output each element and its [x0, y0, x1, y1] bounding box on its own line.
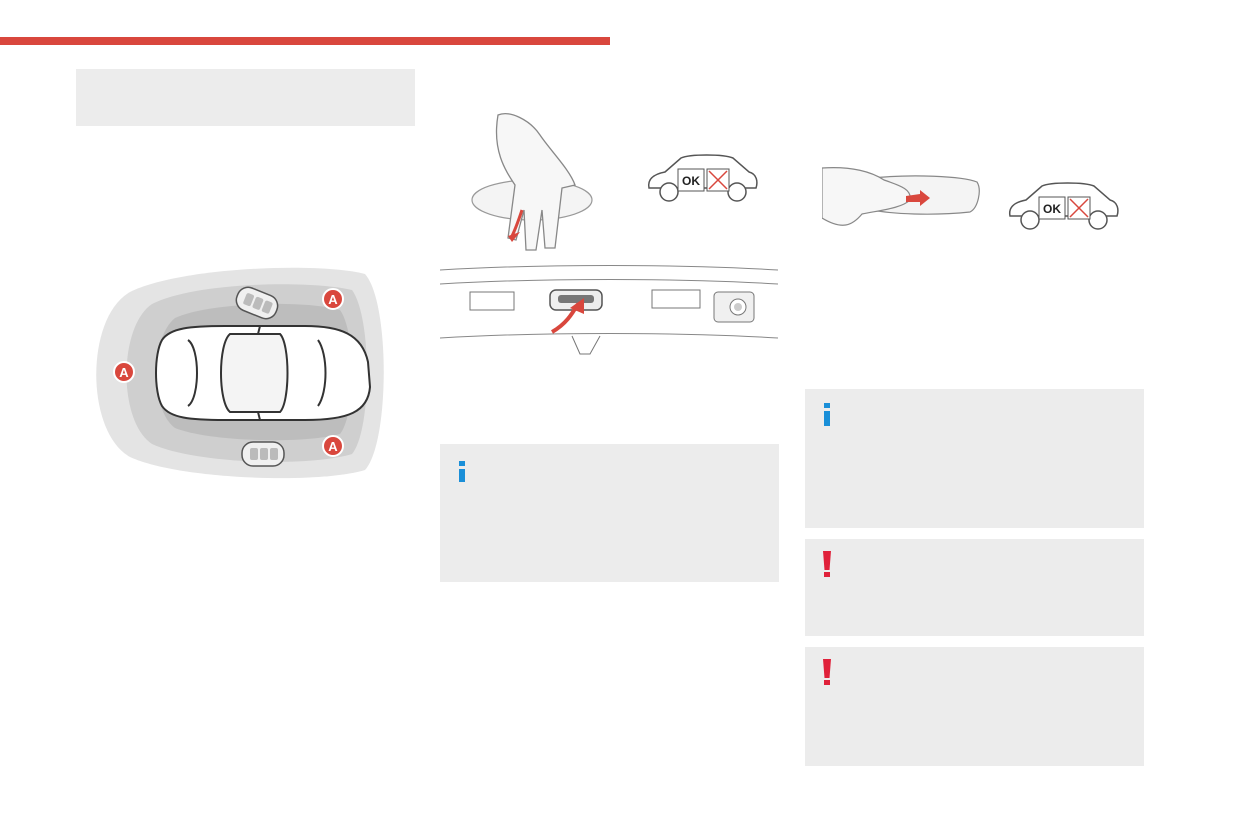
zone-marker-icon: A [322, 435, 344, 457]
info-note [805, 389, 1144, 528]
car-side-ok-icon: OK [647, 154, 758, 202]
warning-note [805, 647, 1144, 766]
key-fob-icon [235, 286, 279, 320]
svg-text:OK: OK [1043, 202, 1061, 216]
thumb-on-sensor-icon [822, 167, 980, 226]
key-fob-icon [241, 441, 285, 467]
svg-text:A: A [328, 439, 338, 454]
info-icon [459, 461, 465, 482]
section-title-box [76, 69, 415, 126]
car-top-view-icon [155, 325, 372, 421]
tailgate-button-icon [440, 265, 778, 355]
hand-on-handle-icon [471, 113, 593, 251]
svg-text:A: A [119, 365, 129, 380]
header-rule [0, 37, 610, 45]
zone-marker-icon: A [322, 288, 344, 310]
info-icon [824, 403, 830, 426]
info-note [440, 444, 779, 582]
warning-icon [823, 659, 831, 685]
zone-marker-icon: A [113, 361, 135, 383]
warning-note [805, 539, 1144, 636]
keyless-zone-figure: A A A [96, 267, 384, 479]
car-side-ok-icon: OK [1008, 182, 1119, 230]
svg-text:OK: OK [682, 174, 700, 188]
warning-icon [823, 551, 831, 577]
svg-text:A: A [328, 292, 338, 307]
